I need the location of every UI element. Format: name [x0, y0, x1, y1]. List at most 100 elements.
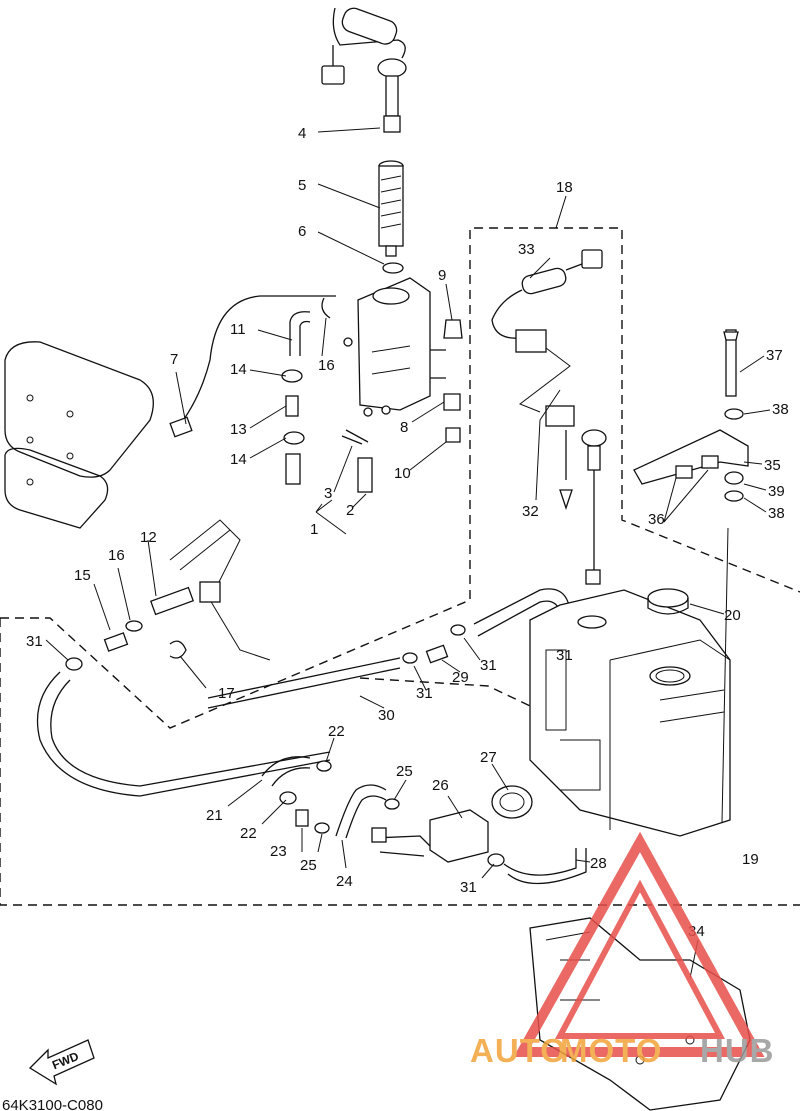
hose-12	[149, 586, 195, 616]
callout-6: 6	[298, 223, 306, 240]
joint-23	[295, 809, 309, 827]
union-15	[103, 632, 129, 652]
clip-14b	[283, 431, 305, 445]
outboard-mount-sketch	[169, 519, 271, 661]
sub-oil-tank	[343, 277, 446, 417]
callout-30: 30	[378, 707, 395, 724]
tank-cap	[647, 588, 689, 615]
callout-7: 7	[170, 351, 178, 368]
callout-39: 39	[768, 483, 785, 500]
callout-8: 8	[400, 419, 408, 436]
callout-29: 29	[452, 669, 469, 686]
callout-18: 18	[556, 179, 573, 196]
callout-12: 12	[140, 529, 157, 546]
oil-level-sensor-lead	[321, 7, 407, 133]
clip-31a	[65, 657, 83, 671]
fuel-pump-26	[371, 809, 489, 863]
callout-13: 13	[230, 421, 247, 438]
callout-31d: 31	[460, 879, 477, 896]
callout-33: 33	[518, 241, 535, 258]
callout-2: 2	[346, 502, 354, 519]
callout-9: 9	[438, 267, 446, 284]
callout-3: 3	[324, 485, 332, 502]
callout-14a: 14	[230, 361, 247, 378]
callout-16a: 16	[318, 357, 335, 374]
callout-26: 26	[432, 777, 449, 794]
clip-31b	[402, 652, 418, 664]
callout-15: 15	[74, 567, 91, 584]
leader-lines	[45, 127, 771, 979]
clip-3	[341, 429, 369, 445]
callout-32: 32	[522, 503, 539, 520]
callout-23: 23	[270, 843, 287, 860]
callout-17: 17	[218, 685, 235, 702]
callout-1: 1	[310, 521, 318, 538]
level-sensor-32	[545, 405, 607, 585]
callout-27: 27	[480, 749, 497, 766]
main-oil-tank	[529, 589, 731, 837]
assembly-boundary-main	[0, 227, 800, 729]
callout-31a: 31	[26, 633, 43, 650]
callout-10: 10	[394, 465, 411, 482]
clip-22b	[279, 791, 297, 805]
callout-11: 11	[230, 321, 246, 338]
callout-37: 37	[766, 347, 783, 364]
clip-25b	[384, 798, 400, 810]
callout-22b: 22	[240, 825, 257, 842]
oil-strainer	[378, 160, 404, 257]
bolt-10	[445, 427, 461, 443]
hose-21	[261, 756, 311, 777]
clip-31d	[487, 853, 505, 867]
tank-stand-34	[529, 917, 751, 1111]
hose-11	[289, 311, 311, 356]
gasket	[382, 262, 404, 274]
union-29	[425, 644, 449, 664]
fwd-arrow-icon: FWD	[28, 1039, 95, 1086]
automotohub-watermark: AUTO MOTO HUB	[470, 831, 775, 1069]
callout-4: 4	[298, 125, 306, 142]
hose-30-upper	[207, 667, 401, 709]
watermark-hub: HUB	[700, 1032, 775, 1069]
joint-13	[285, 395, 299, 417]
callout-21: 21	[206, 807, 223, 824]
clamp-17	[169, 640, 187, 659]
watermark-moto: MOTO	[560, 1032, 662, 1069]
hose-28	[503, 848, 577, 876]
callout-20: 20	[724, 607, 741, 624]
callout-38a: 38	[772, 401, 789, 418]
main-reservoir-outline	[4, 295, 336, 529]
clip-25a	[314, 822, 330, 834]
clip-16a	[321, 297, 331, 319]
callout-22a: 22	[328, 723, 345, 740]
callout-28: 28	[590, 855, 607, 872]
watermark-auto: AUTO	[470, 1032, 567, 1069]
callout-16b: 16	[108, 547, 125, 564]
callout-36: 36	[648, 511, 665, 528]
callout-31e: 31	[556, 647, 573, 664]
callout-38b: 38	[768, 505, 785, 522]
grommet-9	[443, 319, 463, 339]
callout-19: 19	[742, 851, 759, 868]
callout-25b: 25	[300, 857, 317, 874]
clip-16b	[125, 620, 143, 632]
hose-24	[335, 784, 387, 837]
callout-14b: 14	[230, 451, 247, 468]
callout-31b: 31	[416, 685, 433, 702]
callout-5: 5	[298, 177, 306, 194]
clip-22a	[316, 760, 332, 772]
callout-numbers: 1 2 3 4 5 6 7 8 9 10 11 12 13 14 14 15 1…	[26, 125, 789, 940]
hose-piece	[285, 453, 301, 485]
callout-35: 35	[764, 457, 781, 474]
drawing-code: 64K3100-C080	[2, 1097, 103, 1111]
wiring-harness-33	[491, 249, 603, 413]
filter-27	[491, 785, 533, 819]
hose-30	[36, 671, 331, 797]
clip-31c	[450, 624, 466, 636]
callout-31c: 31	[480, 657, 497, 674]
callout-24: 24	[336, 873, 353, 890]
clip-14a	[281, 369, 303, 383]
callout-25a: 25	[396, 763, 413, 780]
mounting-bracket-35	[633, 329, 749, 502]
watermark-triangle-icon	[513, 831, 765, 1057]
